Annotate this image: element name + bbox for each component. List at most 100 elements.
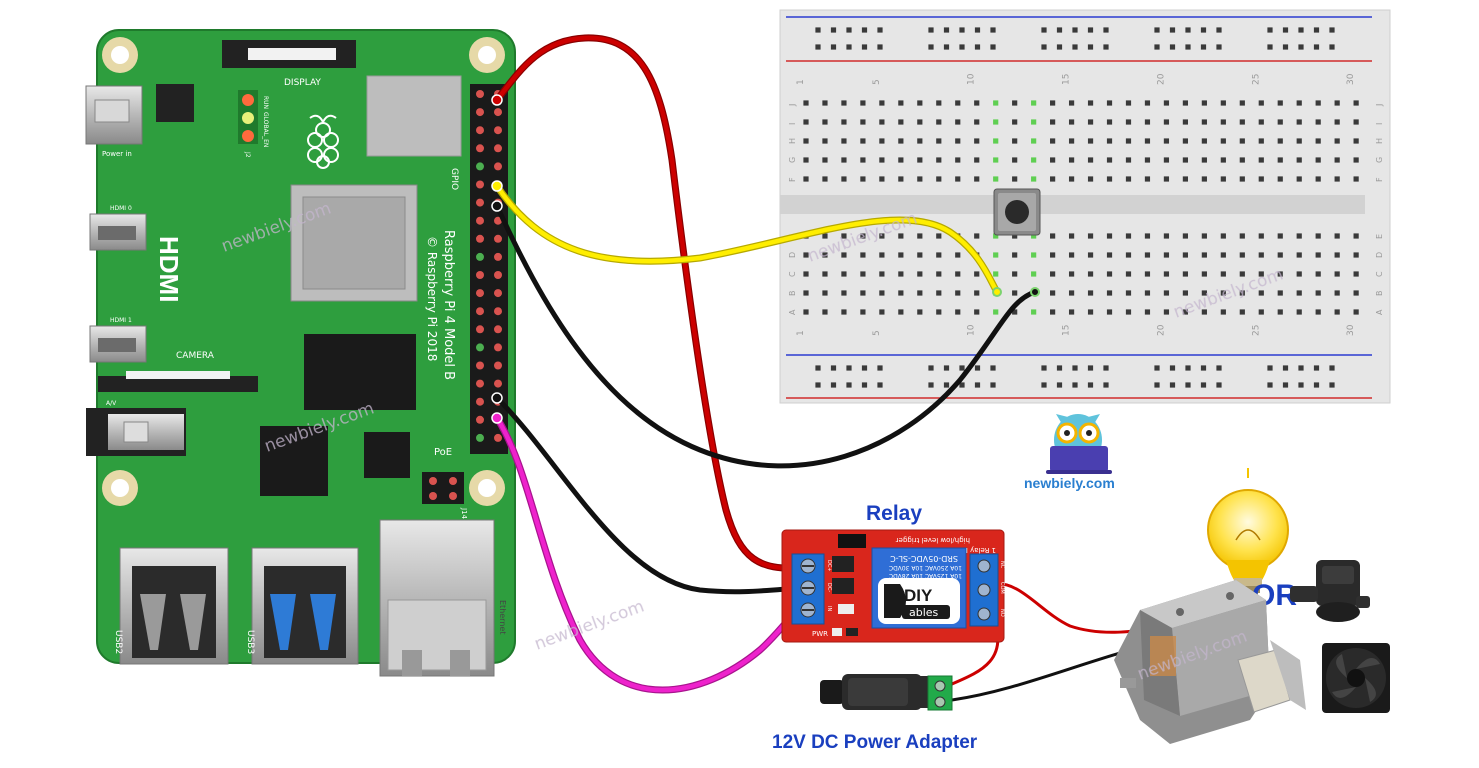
- breadboard-hole: [879, 157, 885, 163]
- breadboard-hole: [1103, 365, 1109, 371]
- breadboard-column-number: 5: [872, 79, 882, 85]
- breadboard-hole: [1169, 382, 1176, 388]
- relay-board-text-1: 1 Relay Module: [942, 546, 996, 554]
- breadboard-column-number: 15: [1062, 325, 1072, 336]
- breadboard-hole: [879, 138, 885, 144]
- status-leds: RUN GLOBAL_EN J2: [238, 90, 269, 158]
- breadboard-hole: [959, 382, 965, 388]
- breadboard-hole: [1125, 271, 1132, 277]
- gpio-pin: [476, 198, 484, 207]
- breadboard-hole: [1050, 100, 1056, 106]
- breadboard-hole: [1144, 157, 1151, 163]
- raspberry-logo: [307, 114, 339, 169]
- breadboard-hole: [1012, 233, 1018, 239]
- breadboard-row-letter: D: [788, 252, 797, 258]
- breadboard-hole: [1216, 365, 1222, 371]
- breadboard-hole: [1315, 290, 1321, 296]
- breadboard-hole: [1220, 100, 1226, 106]
- breadboard-hole: [1353, 309, 1359, 315]
- breadboard-hole: [1031, 309, 1037, 315]
- breadboard-hole: [974, 309, 980, 315]
- breadboard-hole: [1315, 138, 1321, 144]
- breadboard-hole: [1125, 119, 1132, 125]
- breadboard-hole: [1163, 176, 1170, 182]
- breadboard-hole: [898, 119, 904, 125]
- breadboard-hole: [1041, 382, 1047, 388]
- breadboard-hole: [1216, 27, 1222, 33]
- breadboard-hole: [1258, 233, 1264, 239]
- breadboard-hole: [1239, 271, 1245, 277]
- breadboard-hole: [1169, 365, 1176, 371]
- gpio-pin: [476, 325, 484, 334]
- usb3-port: [251, 547, 359, 665]
- breadboard-hole: [936, 119, 942, 125]
- breadboard-hole: [936, 157, 942, 163]
- breadboard-hole: [993, 100, 999, 106]
- breadboard-hole: [841, 233, 847, 239]
- ram-chip: [304, 334, 416, 410]
- breadboard-hole: [1068, 138, 1075, 144]
- breadboard-hole: [1169, 27, 1176, 33]
- wires: [493, 34, 1162, 702]
- breadboard-hole: [1068, 119, 1075, 125]
- breadboard-hole: [1182, 271, 1188, 277]
- breadboard-hole: [815, 365, 821, 371]
- breadboard-hole: [917, 157, 923, 163]
- breadboard-hole: [1050, 309, 1056, 315]
- breadboard-hole: [830, 44, 837, 50]
- breadboard-hole: [841, 290, 847, 296]
- breadboard-hole: [1056, 44, 1063, 50]
- breadboard-hole: [917, 100, 923, 106]
- breadboard-hole: [1329, 27, 1335, 33]
- breadboard-hole: [1050, 176, 1056, 182]
- breadboard-hole: [943, 44, 950, 50]
- diyables-logo: DIY ables: [878, 578, 960, 624]
- breadboard-hole: [1201, 138, 1207, 144]
- breadboard-hole: [1334, 157, 1340, 163]
- breadboard-hole: [877, 44, 883, 50]
- hdmi0-label: HDMI 0: [110, 205, 132, 212]
- breadboard-hole: [1216, 44, 1222, 50]
- breadboard-hole: [1072, 27, 1078, 33]
- breadboard-hole: [974, 382, 981, 388]
- breadboard-hole: [1154, 365, 1160, 371]
- breadboard-hole: [974, 119, 980, 125]
- breadboard-hole: [974, 44, 981, 50]
- breadboard-hole: [959, 365, 965, 371]
- breadboard-hole: [1144, 176, 1151, 182]
- relay-module: 1 Relay Module high/low level trigger DC…: [781, 529, 1005, 643]
- breadboard-column-number: 1: [796, 330, 806, 336]
- breadboard-hole: [1125, 233, 1132, 239]
- breadboard-hole: [1220, 271, 1226, 277]
- gpio-pin: [494, 379, 502, 388]
- breadboard-hole: [1315, 252, 1321, 258]
- breadboard-hole: [803, 138, 809, 144]
- breadboard-hole: [803, 157, 809, 163]
- breadboard-hole: [1012, 119, 1018, 125]
- wireless-shield: [366, 75, 462, 157]
- push-button-cap[interactable]: [1005, 200, 1029, 224]
- av-label: A/V: [106, 400, 117, 407]
- relay-nc-label: NC: [999, 561, 1005, 569]
- mounting-holes: [102, 37, 505, 506]
- breadboard-hole: [846, 382, 852, 388]
- breadboard-hole: [1334, 138, 1340, 144]
- breadboard-hole: [1163, 157, 1170, 163]
- breadboard-hole: [1277, 176, 1283, 182]
- breadboard-hole: [1353, 233, 1359, 239]
- breadboard-row-letter: I: [1375, 123, 1384, 125]
- breadboard-hole: [1012, 138, 1018, 144]
- breadboard-hole: [1031, 100, 1037, 106]
- push-button[interactable]: [993, 188, 1041, 236]
- model-label: Raspberry Pi 4 Model B: [441, 230, 456, 380]
- global-en-led: [242, 112, 254, 124]
- breadboard-hole: [974, 176, 980, 182]
- breadboard-hole: [1087, 119, 1094, 125]
- breadboard-row-letter: G: [788, 157, 797, 163]
- breadboard-hole: [1334, 252, 1340, 258]
- breadboard-hole: [841, 252, 847, 258]
- breadboard-hole: [1313, 382, 1320, 388]
- breadboard-hole: [943, 365, 950, 371]
- breadboard-hole: [1125, 100, 1132, 106]
- breadboard-hole: [1334, 100, 1340, 106]
